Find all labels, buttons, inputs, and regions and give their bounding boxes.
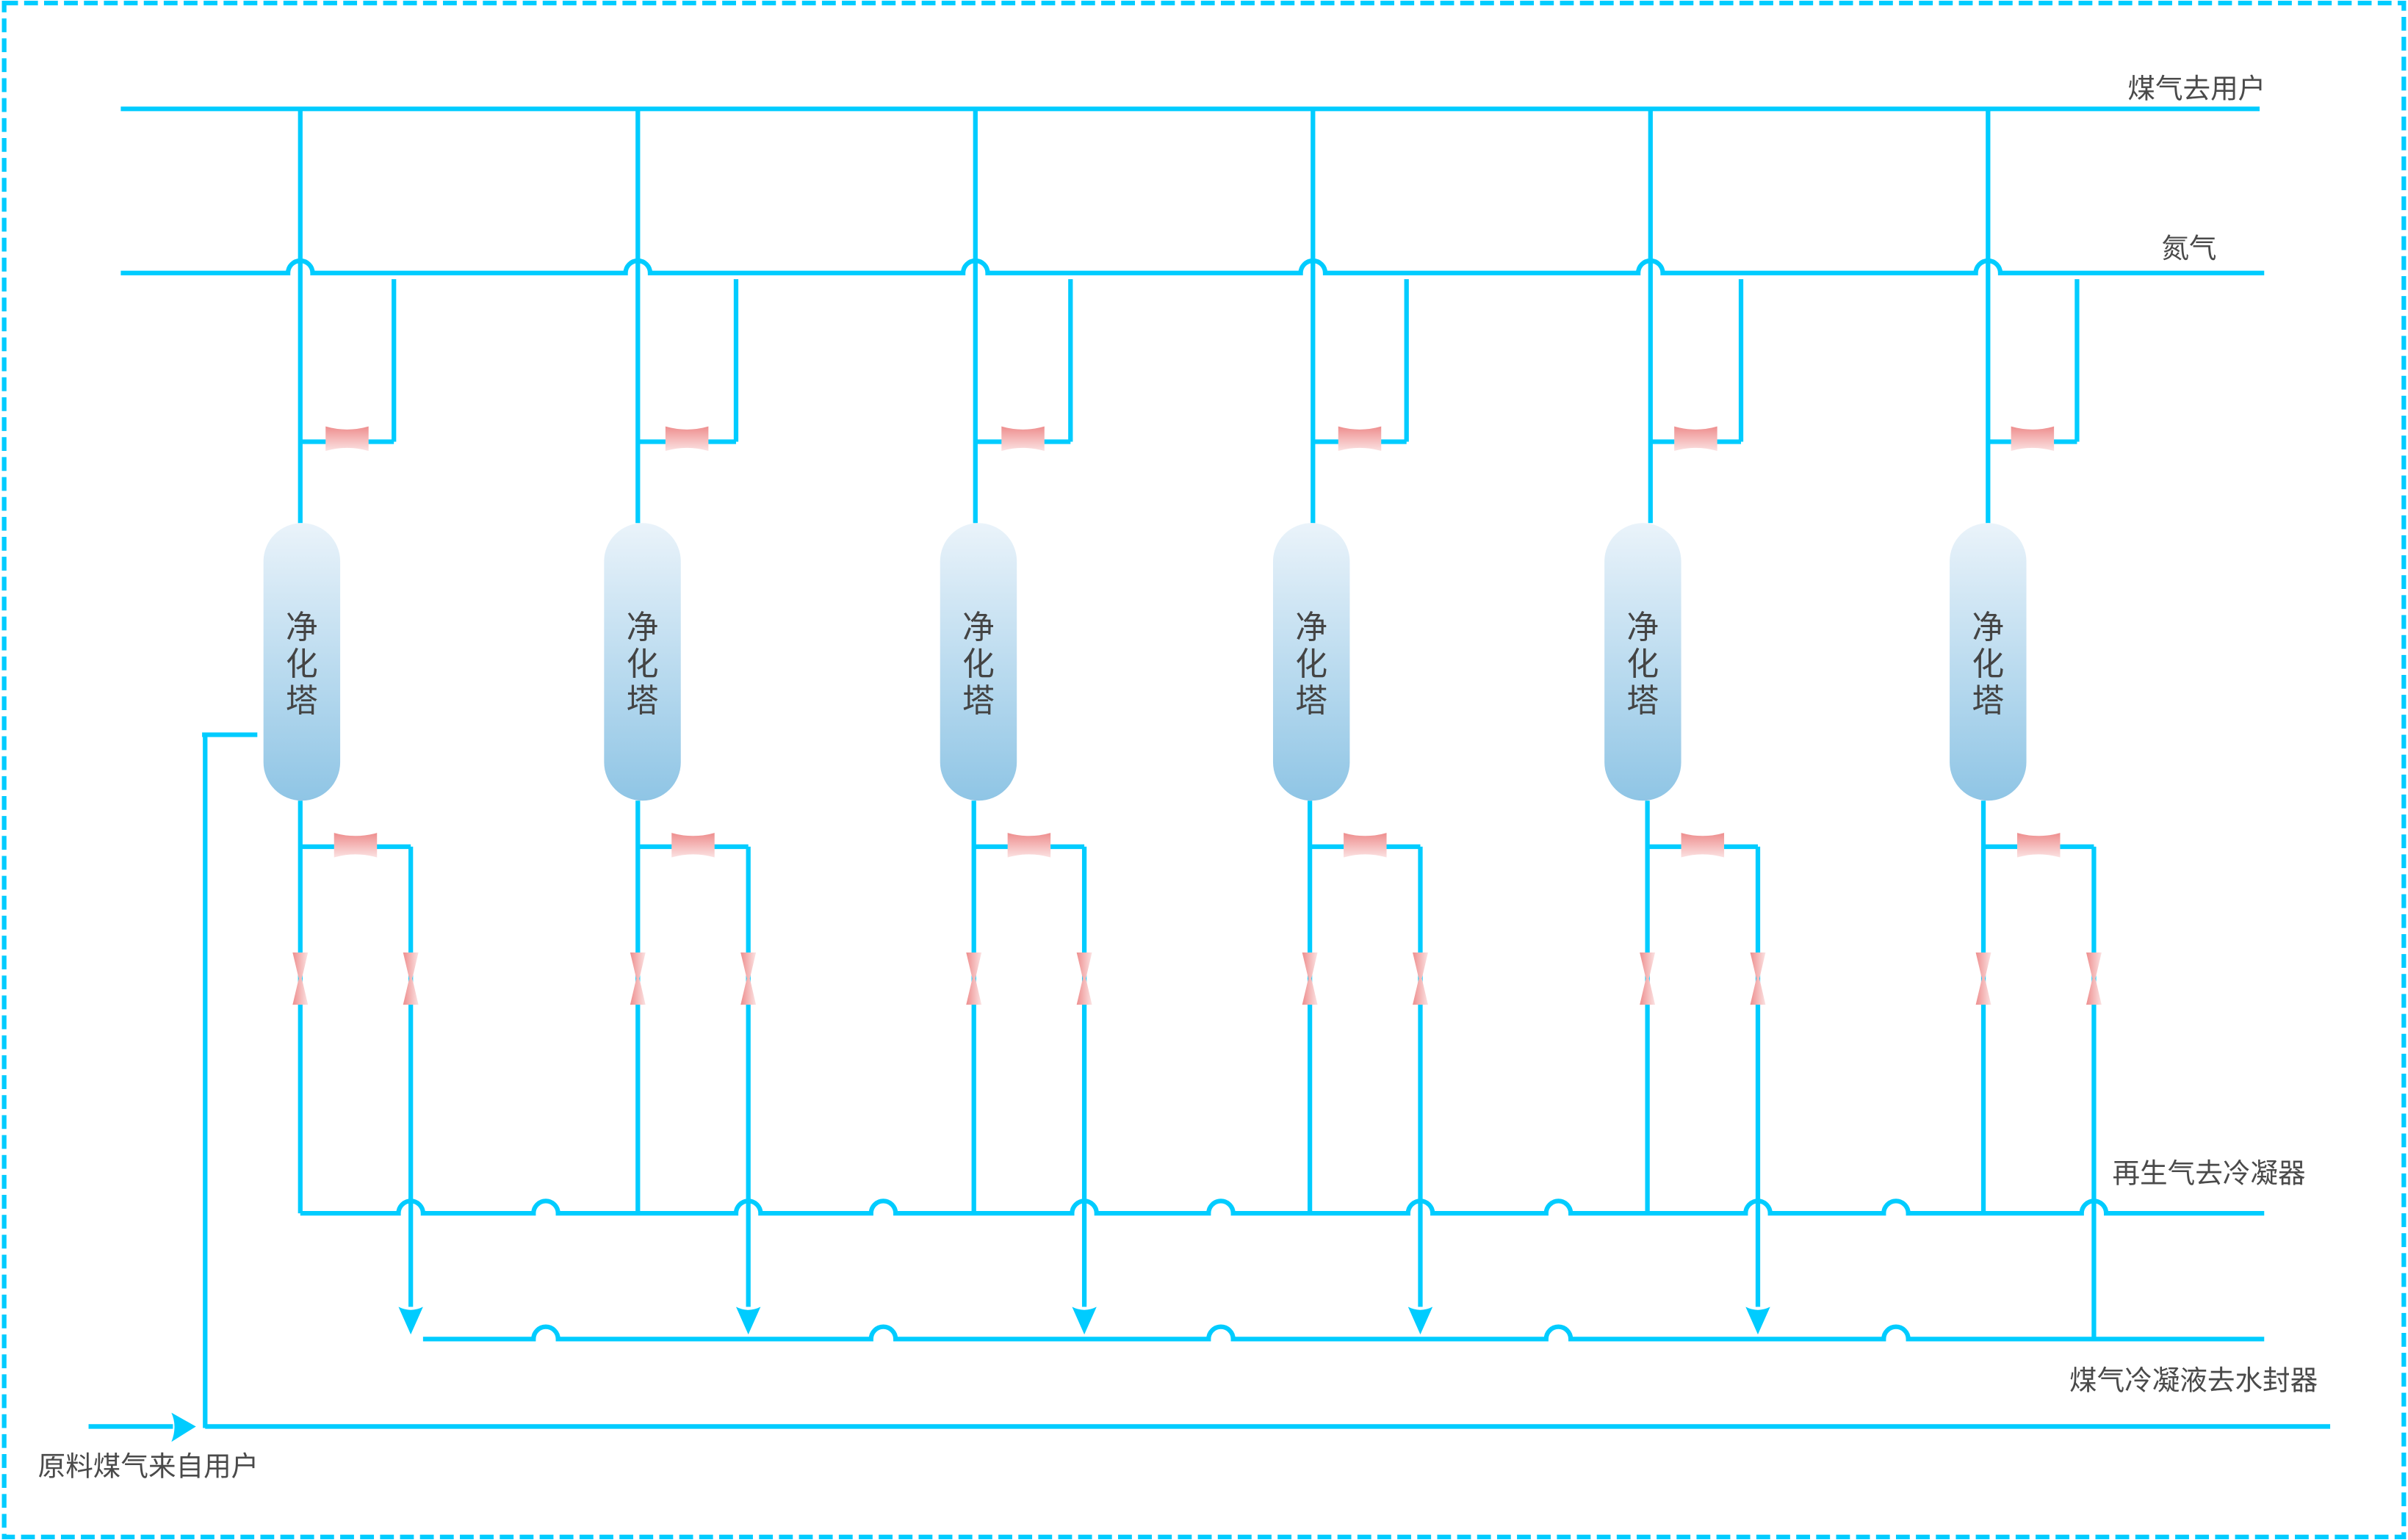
bottom-bypass-valve [1681, 833, 1725, 858]
condensate-valve [2086, 952, 2102, 1005]
tower-label-char: 塔 [286, 682, 318, 720]
tower-label-char: 净 [1626, 609, 1659, 646]
tower-label-char: 化 [627, 646, 659, 683]
tower-vessel [1950, 523, 2027, 801]
bottom-bypass-valve [2016, 833, 2061, 858]
condensate-valve [1413, 952, 1428, 1005]
regen-outlet-valve [1302, 952, 1318, 1005]
tower-label-char: 化 [1972, 646, 2004, 683]
condensate-flow-arrow [1745, 1306, 1770, 1335]
label-regen-to-condenser: 再生气去冷凝器 [2112, 1157, 2305, 1189]
nitrogen-valve [1001, 426, 1045, 452]
condensate-valve [740, 952, 757, 1005]
condensate-flow-arrow [1407, 1306, 1433, 1335]
tower-vessel [1272, 523, 1350, 801]
condensate-valve [1750, 952, 1766, 1005]
nitrogen-valve [665, 426, 709, 452]
label-condensate-to-seal: 煤气冷凝液去水封器 [2069, 1364, 2318, 1396]
condensate-flow-arrow [398, 1306, 423, 1335]
tower-vessel [1604, 523, 1681, 801]
tower-vessel [604, 523, 681, 801]
tower-label-char: 净 [286, 609, 318, 646]
nitrogen-valve [2011, 426, 2055, 452]
tower-vessel [263, 523, 341, 801]
nitrogen-header [120, 258, 2265, 275]
condensate-header [422, 1324, 2265, 1342]
tower-label-char: 塔 [1626, 682, 1659, 720]
bottom-bypass-valve [1344, 833, 1387, 858]
tower-label-char: 净 [1295, 609, 1327, 646]
bottom-bypass-valve [1007, 833, 1051, 858]
regen-outlet-valve [292, 952, 309, 1005]
bottom-bypass-valve [334, 833, 378, 858]
label-nitrogen: 氮气 [2161, 232, 2216, 264]
tower-label-char: 净 [962, 609, 995, 646]
condensate-valve [1076, 952, 1092, 1005]
regen-gas-header [300, 1199, 2265, 1216]
nitrogen-valve [1674, 426, 1717, 452]
regen-outlet-valve [1975, 952, 1991, 1005]
tower-label-char: 塔 [627, 682, 659, 720]
regen-outlet-valve [630, 952, 646, 1005]
condensate-flow-arrow [1072, 1306, 1097, 1335]
purification-tower: 净化塔 [1950, 523, 2027, 801]
nitrogen-valve [325, 426, 369, 452]
tower-label-char: 塔 [1972, 682, 2004, 720]
purification-tower: 净化塔 [263, 523, 341, 801]
tower-label-char: 塔 [962, 682, 995, 720]
tower-label-char: 净 [1972, 609, 2004, 646]
tower-vessel [940, 523, 1017, 801]
tower-label-char: 化 [286, 646, 318, 683]
condensate-valve [403, 952, 419, 1005]
purification-tower: 净化塔 [940, 523, 1017, 801]
tower-label-char: 化 [1626, 646, 1659, 683]
purification-tower: 净化塔 [604, 523, 681, 801]
purification-tower: 净化塔 [1272, 523, 1350, 801]
tower-label-char: 塔 [1295, 682, 1327, 720]
condensate-flow-arrow [735, 1306, 761, 1335]
label-raw-gas-from-user: 原料煤气来自用户 [38, 1450, 259, 1482]
regen-outlet-valve [1640, 952, 1656, 1005]
nitrogen-valve [1338, 426, 1382, 452]
bottom-bypass-valve [671, 833, 715, 858]
regen-outlet-valve [966, 952, 982, 1005]
tower-label-char: 净 [627, 609, 659, 646]
purification-tower: 净化塔 [1604, 523, 1681, 801]
tower-label-char: 化 [962, 646, 995, 683]
raw-gas-inlet-arrow [171, 1412, 196, 1442]
tower-label-char: 化 [1295, 646, 1327, 683]
label-gas-to-user: 煤气去用户 [2127, 73, 2265, 105]
